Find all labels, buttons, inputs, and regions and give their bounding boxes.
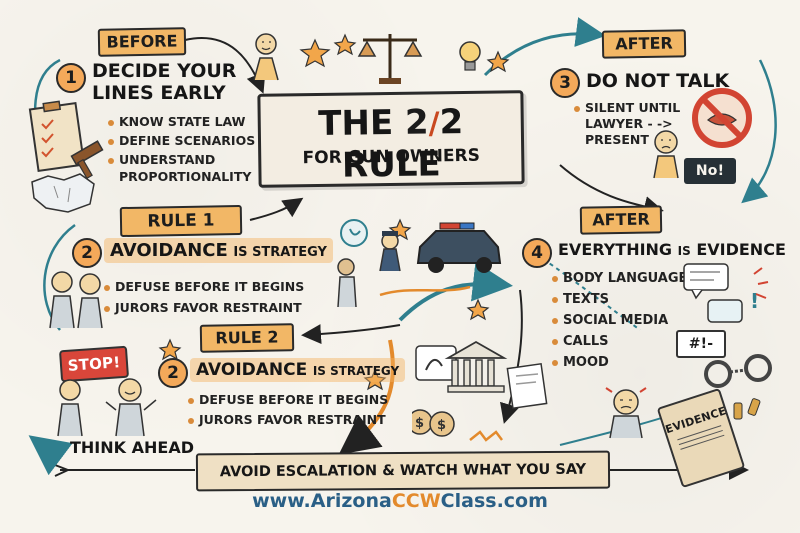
before-heading-line2: LINES EARLY <box>92 82 226 104</box>
after-evidence-tag: AFTER <box>579 205 663 235</box>
two-people-talking-icon <box>49 271 103 329</box>
title-fraction-right: 2 <box>439 101 464 143</box>
svg-text:$: $ <box>437 418 446 433</box>
svg-text:$: $ <box>415 416 424 431</box>
evidence-bullet-2: TEXTS <box>552 289 687 310</box>
after-top-note-line2: LAWYER <box>585 116 644 131</box>
after-top-note: SILENT UNTIL LAWYER - -> PRESENT <box>574 100 680 148</box>
courthouse-documents-icon: $ $ <box>412 340 548 437</box>
no-talking-icon <box>692 88 752 148</box>
stressed-person-icon <box>605 387 647 439</box>
step-number-4: 4 <box>522 238 552 268</box>
after-top-note-line1: SILENT UNTIL <box>585 100 681 115</box>
rule2-heading-small: IS STRATEGY <box>312 364 400 378</box>
before-heading-line1: DECIDE YOUR <box>92 60 237 82</box>
rule2-bullet-2-text: JURORS FAVOR RESTRAINT <box>199 412 386 427</box>
rule1-tag: RULE 1 <box>119 204 243 238</box>
before-heading: DECIDE YOUR LINES EARLY <box>92 60 236 104</box>
after-top-note-line3: PRESENT <box>585 132 649 147</box>
shell-casings-icon <box>733 398 761 420</box>
rule2-bullet-2: JURORS FAVOR RESTRAINT <box>188 410 388 430</box>
speech-bubbles-icon: ! <box>683 263 769 323</box>
no-sign: No! <box>684 158 736 184</box>
title-box: THE 2/2 RULE FOR GUN OWNERS <box>257 90 525 188</box>
handcuffs-icon <box>704 354 772 388</box>
police-scene-icon <box>337 219 502 308</box>
footer-url-post: Class.com <box>440 490 548 512</box>
bottom-banner: AVOID ESCALATION & WATCH WHAT YOU SAY <box>195 450 611 492</box>
rule2-bullet-1: DEFUSE BEFORE IT BEGINS <box>188 390 388 410</box>
before-bullet-3-text: UNDERSTAND <box>119 152 216 167</box>
evidence-heading-main: EVERYTHING <box>558 240 673 259</box>
person-thinking-icon <box>253 33 279 81</box>
rule2-bullet-list: DEFUSE BEFORE IT BEGINS JURORS FAVOR RES… <box>188 390 388 430</box>
banner-text: AVOID ESCALATION & WATCH WHAT YOU SAY <box>219 461 587 481</box>
rule1-heading: AVOIDANCE IS STRATEGY <box>104 238 333 263</box>
before-bullet-1-text: KNOW STATE LAW <box>119 114 246 129</box>
evidence-bullet-1: BODY LANGUAGE <box>552 268 687 289</box>
worried-person-icon <box>653 130 679 179</box>
evidence-bullet-5-text: MOOD <box>563 355 609 370</box>
before-bullet-3: UNDERSTAND <box>108 150 255 169</box>
scales-of-justice-icon <box>357 34 423 84</box>
before-bullet-2-text: DEFINE SCENARIOS <box>119 133 256 148</box>
evidence-bullet-3: SOCIAL MEDIA <box>552 310 687 331</box>
hashtag-bubble: #!- <box>676 330 726 358</box>
evidence-bullet-4: CALLS <box>552 331 687 352</box>
rule2-bullet-1-text: DEFUSE BEFORE IT BEGINS <box>199 392 389 407</box>
after-top-note-line2-wrap: LAWYER - -> <box>585 116 673 131</box>
evidence-bullet-5: MOOD <box>552 352 687 373</box>
before-bullet-list: KNOW STATE LAW DEFINE SCENARIOS UNDERSTA… <box>108 112 255 184</box>
step-number-3: 3 <box>550 68 580 98</box>
title-fraction-left: 2 <box>404 102 429 143</box>
rule2-heading-main: AVOIDANCE <box>196 360 308 380</box>
evidence-bullet-3-text: SOCIAL MEDIA <box>563 313 669 328</box>
rule1-bullet-1-text: DEFUSE BEFORE IT BEGINS <box>115 279 305 294</box>
think-ahead-label: THINK AHEAD <box>70 438 194 457</box>
rule2-heading: AVOIDANCE IS STRATEGY <box>190 358 406 382</box>
rule1-heading-small: IS STRATEGY <box>233 245 327 260</box>
svg-text:!: ! <box>750 289 759 313</box>
evidence-heading-end: EVIDENCE <box>696 240 786 259</box>
rule2-tag: RULE 2 <box>199 323 295 353</box>
title-subtitle: FOR GUN OWNERS <box>302 145 481 169</box>
step-number-1: 1 <box>56 63 86 93</box>
footer-url-pre: www.Arizona <box>252 490 392 512</box>
before-bullet-3-cont: PROPORTIONALITY <box>119 169 252 184</box>
clipboard-gavel-icon <box>28 100 104 180</box>
rule1-bullet-2-text: JURORS FAVOR RESTRAINT <box>115 300 302 315</box>
rule1-bullet-2: JURORS FAVOR RESTRAINT <box>104 297 304 318</box>
title-line1: THE 2/2 RULE <box>317 101 464 186</box>
footer-url-highlight: CCW <box>391 490 441 512</box>
footer-url[interactable]: www.ArizonaCCWClass.com <box>0 490 800 512</box>
before-tag: BEFORE <box>97 27 187 57</box>
rule1-bullet-1: DEFUSE BEFORE IT BEGINS <box>104 276 304 297</box>
evidence-bullet-list: BODY LANGUAGE TEXTS SOCIAL MEDIA CALLS M… <box>552 268 687 373</box>
rule1-bullet-list: DEFUSE BEFORE IT BEGINS JURORS FAVOR RES… <box>104 276 304 318</box>
after-top-heading: DO NOT TALK <box>586 70 730 92</box>
lightbulb-icon <box>459 41 481 71</box>
evidence-heading: EVERYTHING IS EVIDENCE <box>558 240 786 259</box>
rule1-heading-main: AVOIDANCE <box>110 240 228 261</box>
two-people-calm-icon <box>57 378 157 437</box>
evidence-heading-small: IS <box>677 244 691 258</box>
evidence-bullet-1-text: BODY LANGUAGE <box>563 271 688 286</box>
before-bullet-1: KNOW STATE LAW <box>108 112 255 131</box>
evidence-bullet-2-text: TEXTS <box>563 292 610 307</box>
rule2-step-number: 2 <box>158 358 188 388</box>
before-bullet-2: DEFINE SCENARIOS <box>108 131 255 150</box>
evidence-bullet-4-text: CALLS <box>563 334 609 349</box>
after-top-tag: AFTER <box>601 29 687 59</box>
state-map-icon <box>31 173 95 213</box>
rule1-step-number: 2 <box>72 238 102 268</box>
title-the: THE <box>317 102 394 145</box>
